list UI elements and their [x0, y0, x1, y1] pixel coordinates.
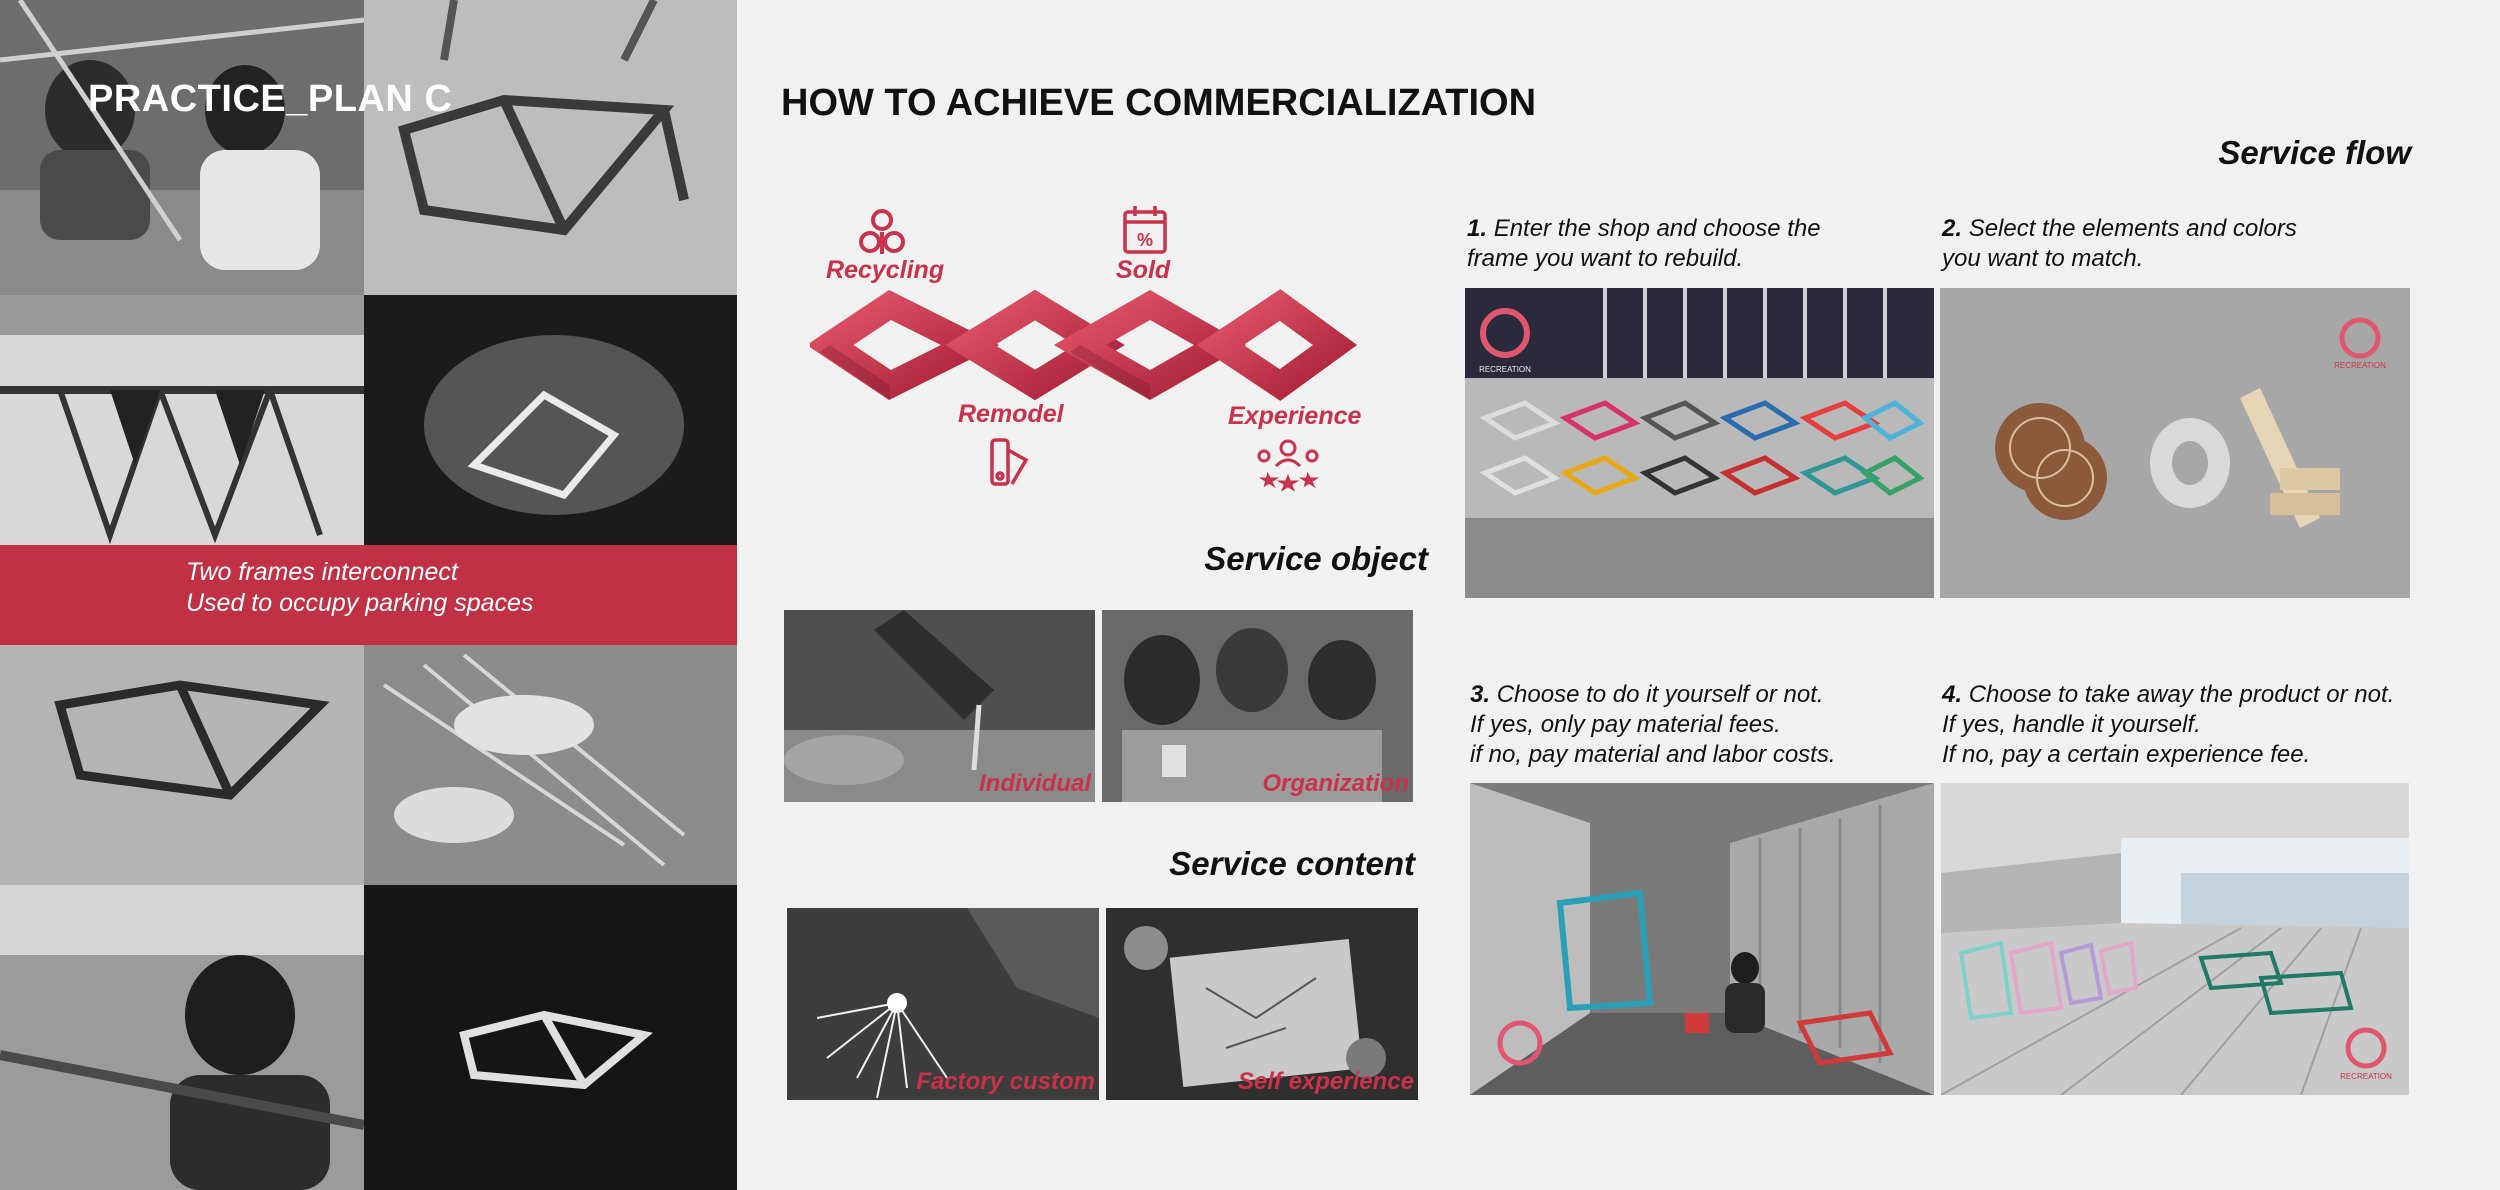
flow-step-4: 4. Choose to take away the product or no…	[1942, 680, 2394, 770]
step-text: If yes, handle it yourself.	[1942, 711, 2201, 738]
cycle-label-recycling: Recycling	[826, 256, 945, 284]
commercialization-cycle-diagram: Recycling % Sold Remodel Experience	[810, 200, 1370, 500]
flow-step-3: 3. Choose to do it yourself or not. If y…	[1470, 680, 1836, 770]
photo-materials-selection: RECREATION	[1940, 288, 2410, 598]
left-photo-collage: PRACTICE_PLAN C Two frames interconnect …	[0, 0, 737, 1190]
photo-frame-spotlight	[364, 295, 737, 545]
photo-frame-on-floor	[0, 645, 364, 885]
caption-factory-custom: Factory custom	[916, 1068, 1095, 1095]
step-number: 2.	[1942, 215, 1963, 242]
photo-organization: Organization	[1102, 610, 1413, 802]
step-number: 1.	[1467, 215, 1488, 242]
svg-text:RECREATION: RECREATION	[2334, 361, 2386, 370]
step-number: 4.	[1942, 681, 1963, 708]
service-object-heading: Service object	[1204, 540, 1428, 577]
step-text: if no, pay material and labor costs.	[1470, 741, 1836, 768]
service-flow-heading: Service flow	[2218, 134, 2411, 171]
sale-tag-icon: %	[1123, 206, 1167, 254]
svg-text:RECREATION: RECREATION	[2340, 1072, 2392, 1081]
step-text: Choose to do it yourself or not.	[1496, 681, 1824, 708]
frames-banner: Two frames interconnect Used to occupy p…	[0, 545, 737, 645]
main-title: HOW TO ACHIEVE COMMERCIALIZATION	[781, 82, 1537, 124]
infinity-loop-shape	[810, 289, 1358, 401]
photo-students-building-frame	[0, 0, 364, 295]
step-text: Enter the shop and choose the	[1493, 215, 1821, 242]
step-text: Choose to take away the product or not.	[1968, 681, 2395, 708]
banner-line-2: Used to occupy parking spaces	[186, 589, 534, 617]
step-text: you want to match.	[1942, 245, 2144, 272]
photo-hanging-frame-triangles	[0, 295, 364, 545]
step-text: If no, pay a certain experience fee.	[1942, 741, 2311, 768]
cycle-label-sold: Sold	[1116, 256, 1171, 284]
photo-factory-custom: Factory custom	[787, 908, 1099, 1100]
step-number: 3.	[1470, 681, 1491, 708]
plan-title: PRACTICE_PLAN C	[88, 78, 453, 120]
photo-bike-frame-floor	[364, 0, 737, 295]
caption-organization: Organization	[1262, 770, 1409, 797]
flow-step-2: 2. Select the elements and colors you wa…	[1942, 214, 2297, 274]
service-content-heading: Service content	[1169, 845, 1415, 882]
cycle-label-experience: Experience	[1228, 402, 1362, 430]
caption-individual: Individual	[978, 770, 1091, 797]
cycle-label-remodel: Remodel	[958, 400, 1064, 428]
photo-individual: Individual	[784, 610, 1095, 802]
photo-child-with-glasses	[0, 885, 364, 1190]
step-text: Select the elements and colors	[1968, 215, 2297, 242]
photo-parking-display: RECREATION	[1941, 783, 2409, 1095]
banner-line-1: Two frames interconnect	[186, 558, 458, 586]
photo-frame-dark-background	[364, 885, 737, 1190]
photo-self-experience: Self experience	[1106, 908, 1418, 1100]
svg-text:RECREATION: RECREATION	[1479, 365, 1531, 374]
photo-workshop-diy	[1470, 783, 1934, 1095]
step-text: If yes, only pay material fees.	[1470, 711, 1781, 738]
svg-text:%: %	[1137, 230, 1153, 250]
step-text: frame you want to rebuild.	[1467, 245, 1744, 272]
photo-weaving-hands	[364, 645, 737, 885]
caption-self-experience: Self experience	[1237, 1068, 1414, 1095]
paint-swatch-icon	[990, 438, 1029, 486]
photo-shop-frame-wall: RECREATION	[1465, 288, 1934, 598]
flow-step-1: 1. Enter the shop and choose the frame y…	[1467, 214, 1821, 274]
recycling-icon	[859, 209, 905, 254]
people-stars-icon	[1257, 439, 1320, 492]
